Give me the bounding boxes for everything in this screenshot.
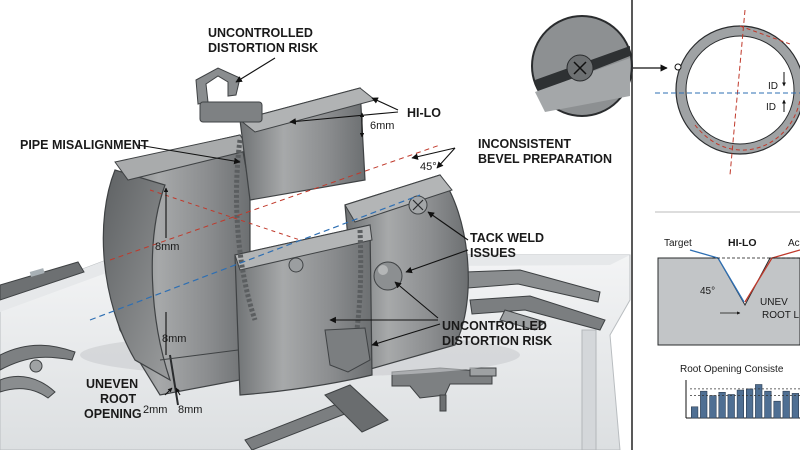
tack-weld-label-2: ISSUES bbox=[470, 246, 516, 260]
uneven-root-label-3: OPENING bbox=[84, 407, 142, 421]
distortion-top-label-1: UNCONTROLLED bbox=[208, 26, 313, 40]
magnifier-detail bbox=[531, 15, 668, 117]
chart-bar-12 bbox=[791, 393, 799, 419]
target-label: Target bbox=[664, 238, 692, 249]
root-short-label: ROOT L bbox=[762, 310, 799, 321]
cross-section-inset: ID ID bbox=[655, 9, 800, 176]
distortion-bottom-label-1: UNCONTROLLED bbox=[442, 319, 547, 333]
uneven-root-label-2: ROOT bbox=[100, 392, 136, 406]
chart-bar-7 bbox=[745, 388, 754, 419]
hi-lo-label: HI-LO bbox=[407, 106, 441, 120]
chart-bar-9 bbox=[764, 390, 772, 419]
actual-label: Ac bbox=[788, 238, 800, 249]
chart-title: Root Opening Consiste bbox=[680, 364, 784, 375]
dim-2mm-label: 2mm bbox=[143, 404, 167, 416]
bevel-label-1: INCONSISTENT bbox=[478, 137, 571, 151]
root-opening-chart: Root Opening Consiste bbox=[680, 364, 800, 419]
dim-8mm-upper-label: 8mm bbox=[155, 241, 179, 253]
distortion-top-label-2: DISTORTION RISK bbox=[208, 41, 318, 55]
chart-bar-2 bbox=[700, 390, 708, 419]
callout-lines bbox=[137, 57, 469, 396]
tack-weld-label-1: TACK WELD bbox=[470, 231, 544, 245]
c-clamp-tool bbox=[391, 367, 497, 412]
level-tool bbox=[0, 261, 85, 301]
angle-45-label: 45° bbox=[420, 161, 437, 173]
profile-angle-label: 45° bbox=[700, 286, 715, 297]
bevel-label-2: BEVEL PREPARATION bbox=[478, 152, 612, 166]
chart-bar-6 bbox=[736, 389, 744, 419]
pipe-assembly bbox=[80, 67, 520, 406]
chart-bar-4 bbox=[718, 391, 726, 419]
dim-8mm-bottom-label: 8mm bbox=[178, 404, 202, 416]
locking-pliers-right bbox=[464, 269, 606, 331]
chart-bar-11 bbox=[782, 390, 790, 419]
dim-6mm-label: 6mm bbox=[370, 120, 394, 132]
distortion-bottom-label-2: DISTORTION RISK bbox=[442, 334, 552, 348]
chart-bar-8 bbox=[755, 384, 763, 419]
locking-pliers-left bbox=[0, 344, 76, 399]
uneven-root-label-1: UNEVEN bbox=[86, 377, 138, 391]
id-bottom-label: ID bbox=[766, 102, 776, 113]
profile-hi-lo-label: HI-LO bbox=[728, 237, 757, 249]
bevel-profile-inset: Target HI-LO Ac 45° UNEV ROOT L bbox=[657, 237, 800, 346]
dim-8mm-lower-label: 8mm bbox=[162, 333, 186, 345]
combination-square-tool bbox=[244, 384, 389, 451]
id-top-label: ID bbox=[768, 81, 778, 92]
chart-bar-5 bbox=[727, 394, 735, 419]
uneven-short-label: UNEV bbox=[760, 297, 788, 308]
pipe-misalignment-label: PIPE MISALIGNMENT bbox=[20, 138, 149, 152]
chart-bar-1 bbox=[690, 406, 699, 419]
chart-bar-3 bbox=[709, 395, 717, 419]
chart-bar-10 bbox=[773, 400, 781, 419]
